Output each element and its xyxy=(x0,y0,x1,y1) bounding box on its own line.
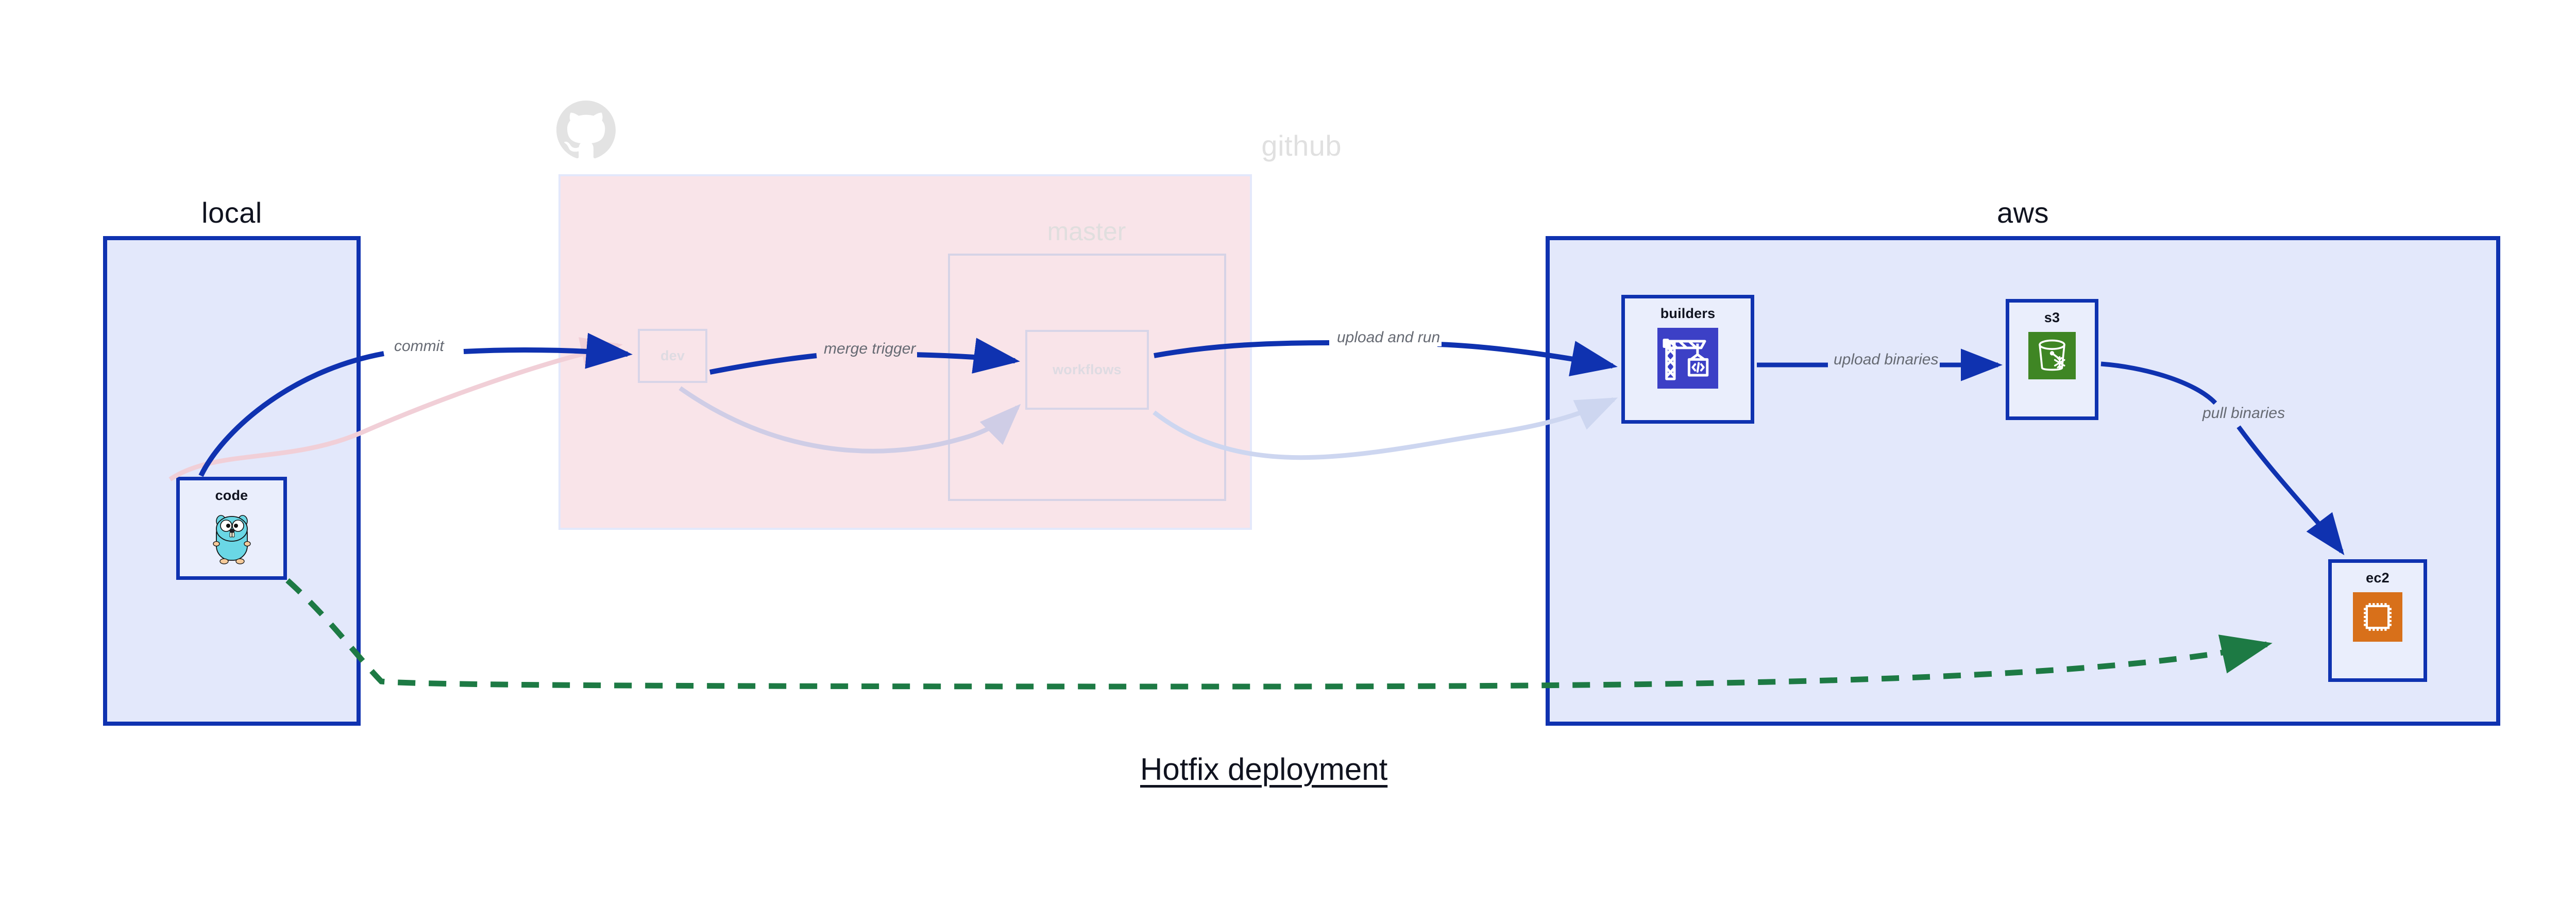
edge-label-pull-binaries: pull binaries xyxy=(2201,405,2287,422)
node-ec2-label: ec2 xyxy=(2366,570,2389,586)
node-workflows[interactable]: workflows xyxy=(1025,330,1149,410)
edge-label-upload-binaries: upload binaries xyxy=(1832,351,1940,369)
node-builders-label: builders xyxy=(1660,306,1716,321)
edge-label-merge-trigger: merge trigger xyxy=(822,340,918,358)
github-octocat-icon xyxy=(556,101,616,162)
aws-ec2-icon xyxy=(2353,592,2402,642)
subcluster-label-master: master xyxy=(1047,217,1126,246)
node-dev-label: dev xyxy=(660,348,685,363)
aws-codebuild-icon xyxy=(1657,328,1718,389)
node-s3-label: s3 xyxy=(2044,310,2060,325)
cluster-label-aws: aws xyxy=(1996,196,2049,229)
node-ec2[interactable]: ec2 xyxy=(2328,559,2427,682)
page-title: Hotfix deployment xyxy=(1140,752,1388,787)
node-builders[interactable]: builders xyxy=(1621,295,1754,424)
node-code[interactable]: code xyxy=(176,477,287,580)
cluster-label-github: github xyxy=(1261,129,1342,162)
aws-s3-icon xyxy=(2028,332,2076,379)
cluster-label-local: local xyxy=(201,196,262,229)
node-workflows-label: workflows xyxy=(1053,362,1122,377)
edge-label-upload-and-run: upload and run xyxy=(1335,329,1442,346)
node-dev[interactable]: dev xyxy=(638,329,707,383)
go-gopher-icon xyxy=(210,510,254,566)
node-code-label: code xyxy=(215,488,248,503)
subcluster-master xyxy=(948,254,1226,501)
node-s3[interactable]: s3 xyxy=(2006,299,2098,420)
edge-label-commit: commit xyxy=(393,338,446,355)
